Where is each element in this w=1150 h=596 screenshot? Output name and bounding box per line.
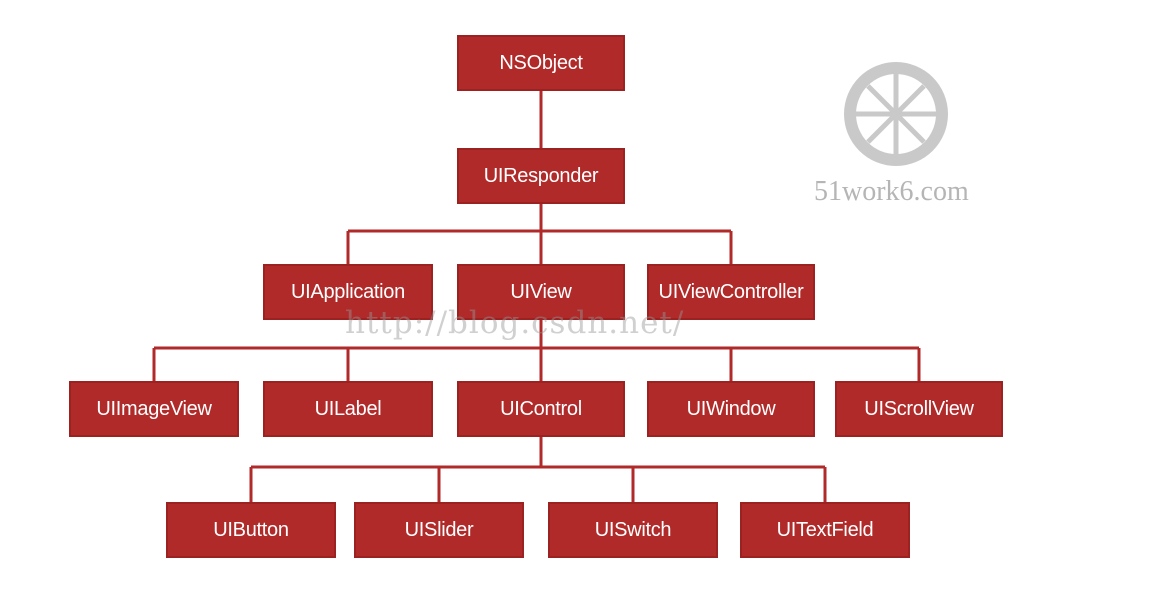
watermark-url-text: http://blog.csdn.net/ [345,305,685,341]
node-uiimageview: UIImageView [69,381,239,437]
node-uiview: UIView [457,264,625,320]
node-uitextfield: UITextField [740,502,910,558]
node-uiapplication: UIApplication [263,264,433,320]
node-uislider: UISlider [354,502,524,558]
node-uilabel: UILabel [263,381,433,437]
node-uibutton: UIButton [166,502,336,558]
node-nsobject: NSObject [457,35,625,91]
node-uiscrollview: UIScrollView [835,381,1003,437]
node-uicontrol: UIControl [457,381,625,437]
node-uiwindow: UIWindow [647,381,815,437]
orange-slice-logo-icon [844,62,948,166]
node-uiviewcontroller: UIViewController [647,264,815,320]
node-uiswitch: UISwitch [548,502,718,558]
watermark-site-text: 51work6.com [814,176,969,207]
node-uiresponder: UIResponder [457,148,625,204]
